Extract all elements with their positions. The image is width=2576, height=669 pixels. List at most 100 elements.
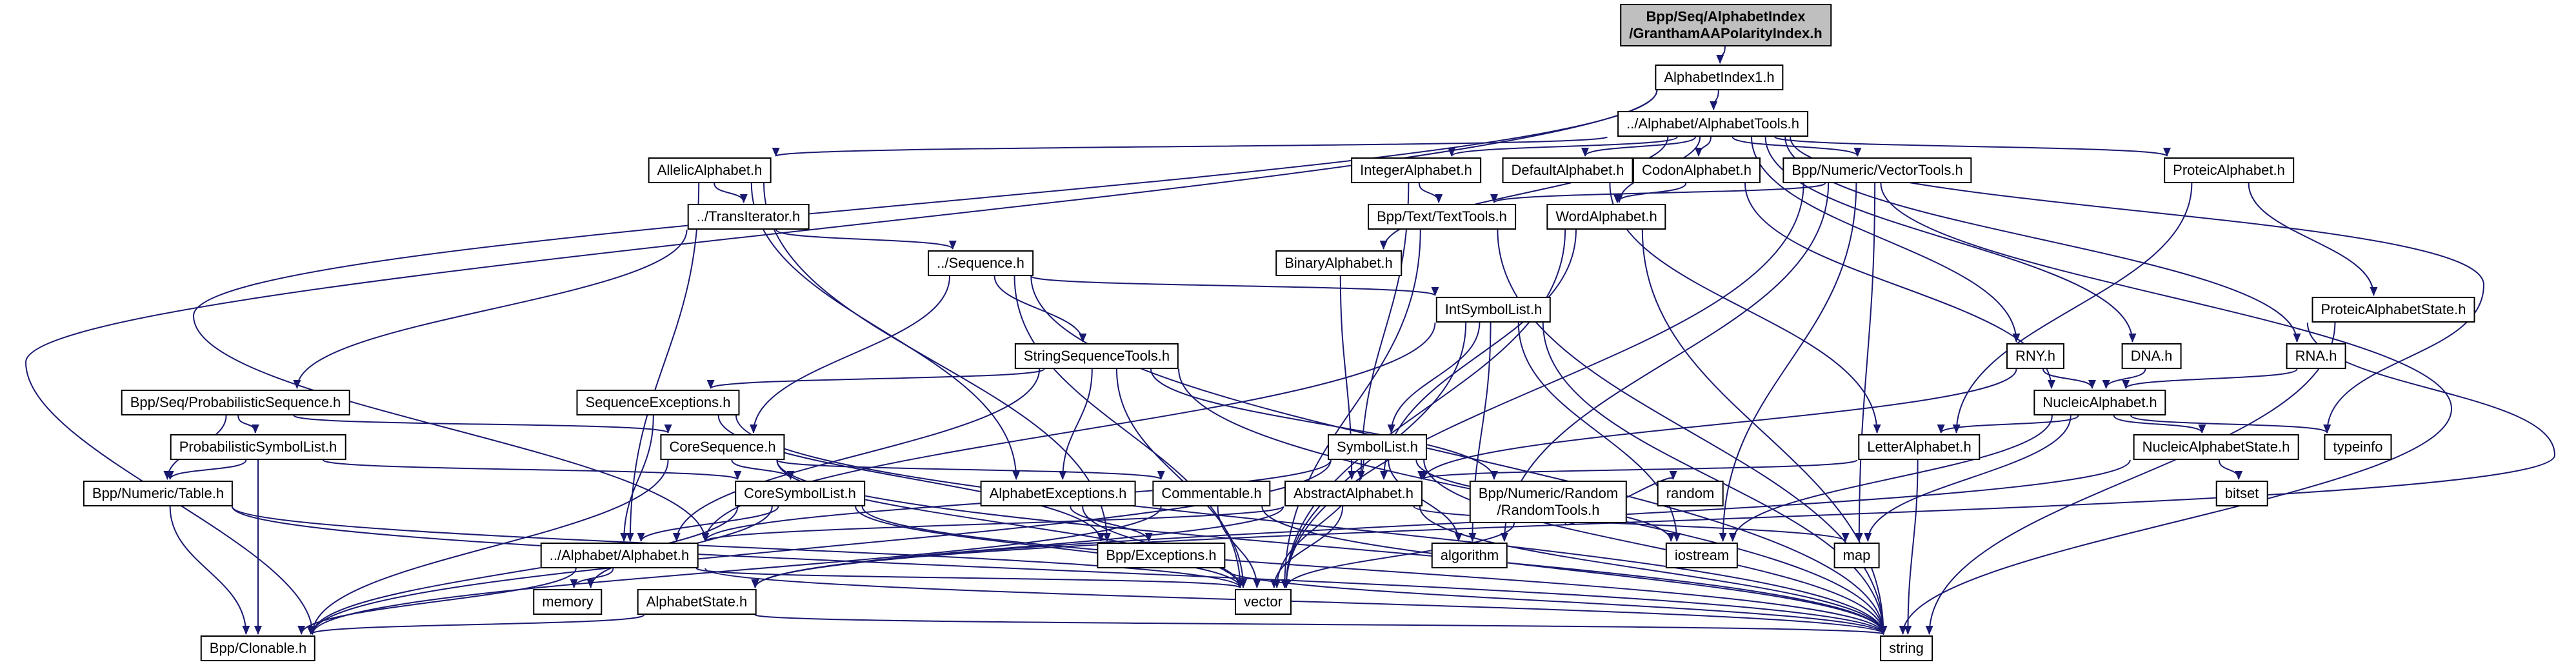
graph-node-probseq[interactable]: Bpp/Seq/ProbabilisticSequence.h [121,390,350,415]
graph-node-sequence[interactable]: ../Sequence.h [928,250,1033,276]
graph-node-label: Bpp/Clonable.h [209,640,307,656]
graph-node-label: Bpp/Exceptions.h [1106,547,1217,563]
graph-node-coresym[interactable]: CoreSymbolList.h [735,481,865,506]
include-edge-nucleic-typeinfo [2130,415,2331,434]
include-edge-rny-nucleic [2042,368,2096,389]
include-edge-nucstate-bitset [2218,459,2243,480]
graph-node-symbollist[interactable]: SymbolList.h [1328,434,1427,460]
graph-node-label: ProteicAlphabetState.h [2321,301,2466,317]
graph-node-label: NucleicAlphabet.h [2042,394,2157,410]
graph-node-gran: Bpp/Seq/AlphabetIndex/GranthamAAPolarity… [1620,4,1832,46]
graph-node-alphstate[interactable]: AlphabetState.h [637,589,757,615]
graph-node-label: IntegerAlphabet.h [1360,162,1472,178]
graph-node-commentable[interactable]: Commentable.h [1152,481,1271,506]
graph-node-alphabet[interactable]: ../Alphabet/Alphabet.h [540,543,699,568]
include-edge-abstract-alphabet [701,506,1284,542]
graph-node-label: ../Alphabet/Alphabet.h [549,547,690,563]
include-edge-word-string [1641,229,1888,635]
graph-node-label: Bpp/Seq/AlphabetIndex [1646,8,1806,25]
include-edge-trans-probseq [293,229,688,389]
include-edge-table-string [231,506,1888,635]
graph-node-label: Bpp/Numeric/Table.h [92,485,225,501]
graph-node-label: SymbolList.h [1337,439,1418,455]
include-edge-commentable-string [1261,506,1888,635]
graph-node-abstract[interactable]: AbstractAlphabet.h [1284,481,1423,506]
graph-node-exceptions[interactable]: Bpp/Exceptions.h [1097,543,1226,568]
graph-node-seqexc[interactable]: SequenceExceptions.h [576,390,740,415]
graph-node-nucstate[interactable]: NucleicAlphabetState.h [2133,434,2299,460]
include-edge-probsym-coresym [322,459,741,480]
include-edge-vectortools-iostream [1719,183,1857,542]
include-edge-trans-sequence [775,229,957,250]
graph-node-label: Commentable.h [1161,485,1262,501]
graph-node-label: ProteicAlphabet.h [2173,162,2285,178]
graph-node-label: ../TransIterator.h [696,208,801,225]
graph-node-label: vector [1244,594,1283,610]
graph-node-randomtools[interactable]: Bpp/Numeric/Random/RandomTools.h [1469,481,1628,523]
graph-node-label: algorithm [1440,547,1499,563]
include-edge-alphabettools-allelic [772,136,1608,157]
include-edge-coreseq-clonable [308,459,669,635]
include-edge-alphabettools-codon [1695,136,1712,157]
graph-node-alphabettools[interactable]: ../Alphabet/AlphabetTools.h [1617,111,1808,137]
include-edge-texttools-string [1497,229,1888,635]
include-edge-rna-nucleic [2122,368,2298,389]
include-edge-sst-randomtools [1150,368,1498,480]
include-edge-symbollist-algorithm [1388,459,1463,542]
graph-node-label: CoreSymbolList.h [744,485,856,501]
include-edge-coresym-vector [855,506,1244,588]
graph-node-map: map [1833,543,1880,568]
graph-node-proteic[interactable]: ProteicAlphabet.h [2164,157,2294,183]
graph-node-integer[interactable]: IntegerAlphabet.h [1351,157,1481,183]
graph-node-label: ProbabilisticSymbolList.h [179,439,337,455]
graph-node-iostream: iostream [1665,543,1739,568]
graph-node-intsym[interactable]: IntSymbolList.h [1435,297,1552,323]
include-edge-coresym-alphabet [637,506,779,542]
graph-node-label: AlphabetState.h [646,594,748,610]
include-edge-coresym-clonable [308,506,739,635]
graph-node-trans[interactable]: ../TransIterator.h [687,204,810,230]
graph-node-label: BinaryAlphabet.h [1284,255,1393,271]
include-edge-allelic-exceptions [763,183,1111,542]
graph-node-table[interactable]: Bpp/Numeric/Table.h [83,481,234,506]
graph-node-dna[interactable]: DNA.h [2121,343,2182,369]
graph-node-label: NucleicAlphabetState.h [2142,439,2290,455]
graph-node-vector: vector [1235,589,1292,615]
graph-node-letter[interactable]: LetterAlphabet.h [1858,434,1981,460]
graph-node-coreseq[interactable]: CoreSequence.h [660,434,785,460]
graph-node-binary[interactable]: BinaryAlphabet.h [1275,250,1402,276]
include-edge-coreseq-coresym [731,459,795,480]
include-edge-alphabetindex1-alphabet [192,90,1658,542]
include-edge-abstract-map [1413,506,1850,542]
graph-node-rny[interactable]: RNY.h [2006,343,2064,369]
graph-node-rna[interactable]: RNA.h [2286,343,2346,369]
graph-node-clonable[interactable]: Bpp/Clonable.h [200,635,316,661]
include-edge-probseq-coreseq [293,415,672,434]
graph-node-defaultalph[interactable]: DefaultAlphabet.h [1502,157,1633,183]
graph-node-nucleic[interactable]: NucleicAlphabet.h [2033,390,2166,415]
include-edge-alphabettools-integer [1448,136,1678,157]
include-edge-alphabetindex1-alphabettools [1710,90,1719,110]
include-edge-vectortools-map [1855,183,1876,542]
graph-node-texttools[interactable]: Bpp/Text/TextTools.h [1368,204,1516,230]
graph-node-codon[interactable]: CodonAlphabet.h [1632,157,1761,183]
graph-node-allelic[interactable]: AllelicAlphabet.h [648,157,772,183]
graph-node-probsym[interactable]: ProbabilisticSymbolList.h [170,434,346,460]
include-edge-alphabettools-rny [1751,136,2021,343]
include-edge-sequence-sst [993,275,1087,343]
graph-node-alphabetindex1[interactable]: AlphabetIndex1.h [1655,65,1784,90]
include-edge-alphabet-memory [570,568,614,588]
include-edge-alphabettools-defaultalph [1581,136,1696,157]
graph-node-vectortools[interactable]: Bpp/Numeric/VectorTools.h [1782,157,1972,183]
graph-node-proteicstate[interactable]: ProteicAlphabetState.h [2311,297,2475,323]
include-edge-coresym-string [861,506,1888,635]
include-edge-nucleic-letter [1937,415,2079,434]
include-edge-sequence-coreseq [750,275,950,434]
graph-node-label: Bpp/Numeric/VectorTools.h [1792,162,1963,178]
graph-node-word[interactable]: WordAlphabet.h [1546,204,1666,230]
graph-node-sst[interactable]: StringSequenceTools.h [1014,343,1179,369]
graph-node-algorithm: algorithm [1431,543,1508,568]
graph-node-alphexc[interactable]: AlphabetExceptions.h [980,481,1136,506]
